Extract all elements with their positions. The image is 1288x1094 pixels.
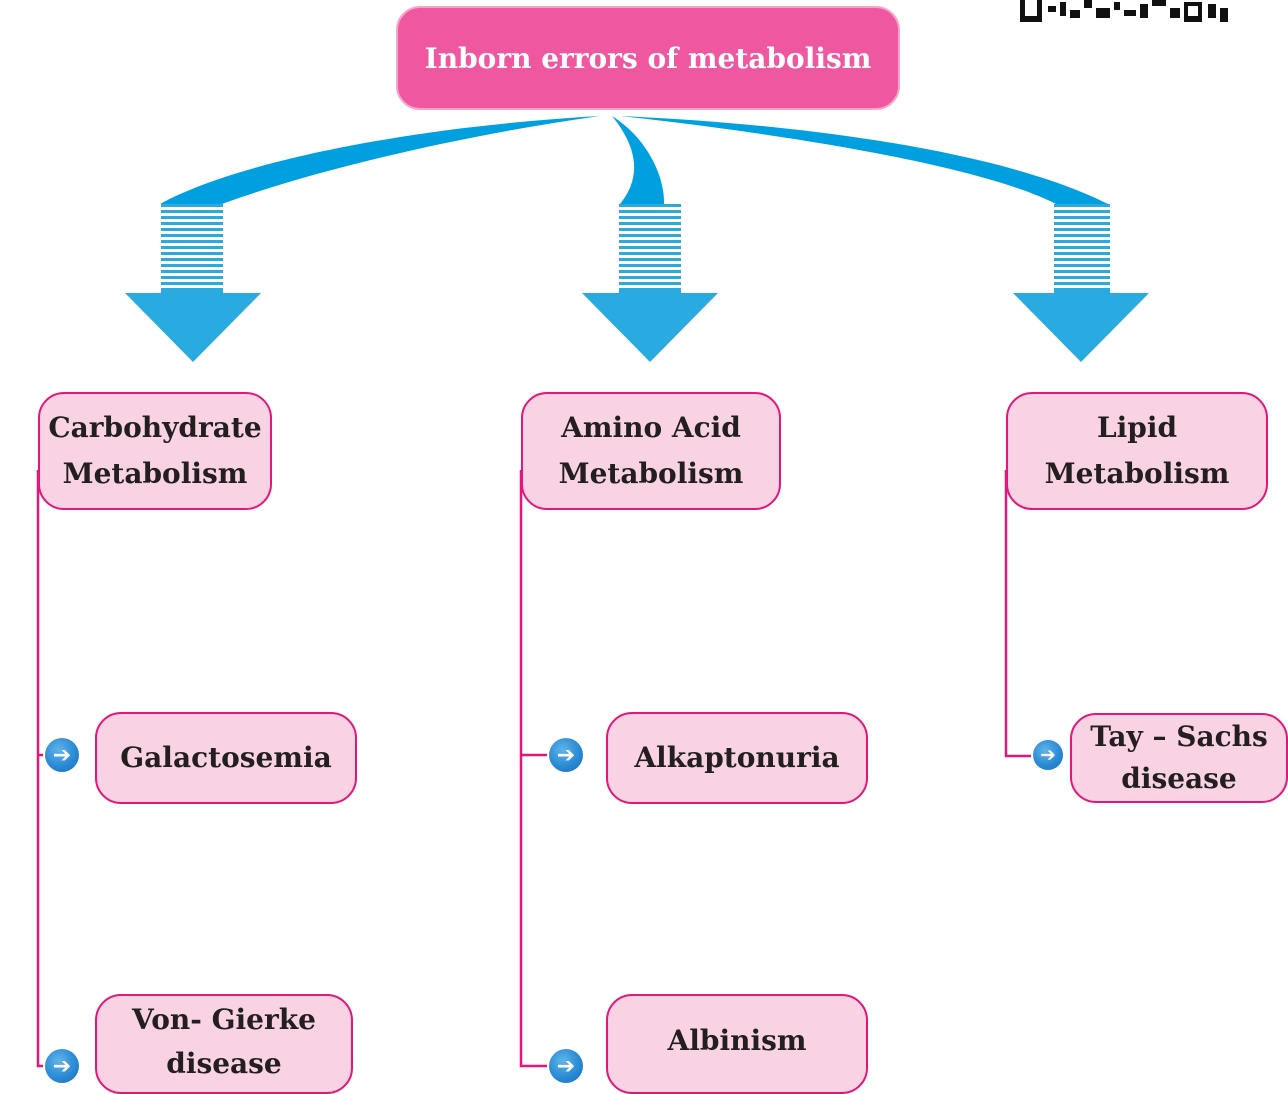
arrow-circle-icon: ➔ bbox=[45, 1049, 79, 1083]
item-label-line1: Albinism bbox=[667, 1024, 807, 1057]
arrow-circle-icon: ➔ bbox=[1033, 740, 1063, 770]
arrow-shaft-middle bbox=[619, 204, 681, 293]
arrow-circle-icon: ➔ bbox=[549, 738, 583, 772]
arrow-shaft-left bbox=[161, 204, 223, 293]
root-node: Inborn errors of metabolism bbox=[396, 6, 900, 110]
arrow-head-left bbox=[125, 293, 261, 362]
item-label-line2: disease bbox=[1121, 762, 1237, 795]
connectors-right bbox=[1004, 470, 1032, 758]
swoosh-middle bbox=[612, 116, 665, 204]
swoosh-left bbox=[160, 116, 600, 204]
item-label-line1: Alkaptonuria bbox=[634, 741, 840, 774]
category-label-line2: Metabolism bbox=[558, 457, 744, 490]
category-label-line2: Metabolism bbox=[1044, 457, 1230, 490]
root-label: Inborn errors of metabolism bbox=[424, 41, 872, 75]
arrow-circle-icon: ➔ bbox=[549, 1049, 583, 1083]
swoosh-right bbox=[620, 116, 1108, 204]
arrow-head-middle bbox=[582, 293, 718, 362]
category-label-line1: Amino Acid bbox=[561, 411, 741, 444]
item-label-line1: Tay – Sachs bbox=[1090, 720, 1268, 753]
item-label-line1: Galactosemia bbox=[120, 741, 332, 774]
item-von-gierke-disease: Von- Gierke disease bbox=[95, 994, 353, 1094]
category-label-line1: Lipid bbox=[1096, 411, 1178, 444]
arrow-circle-icon: ➔ bbox=[45, 738, 79, 772]
category-label-line2: Metabolism bbox=[62, 457, 248, 490]
category-label-line1: Carbohydrate bbox=[48, 411, 262, 444]
connectors-middle bbox=[519, 470, 548, 1068]
connectors-left bbox=[36, 470, 44, 1068]
item-label-line1: Von- Gierke bbox=[132, 1003, 316, 1036]
item-label-line2: disease bbox=[166, 1047, 282, 1080]
arrow-head-right bbox=[1013, 293, 1149, 362]
item-albinism: Albinism bbox=[606, 994, 868, 1094]
item-tay-sachs-disease: Tay – Sachs disease bbox=[1070, 713, 1288, 803]
item-galactosemia: Galactosemia bbox=[95, 712, 357, 804]
arrow-shaft-right bbox=[1054, 204, 1110, 293]
qr-code-icon bbox=[1018, 0, 1230, 26]
item-alkaptonuria: Alkaptonuria bbox=[606, 712, 868, 804]
